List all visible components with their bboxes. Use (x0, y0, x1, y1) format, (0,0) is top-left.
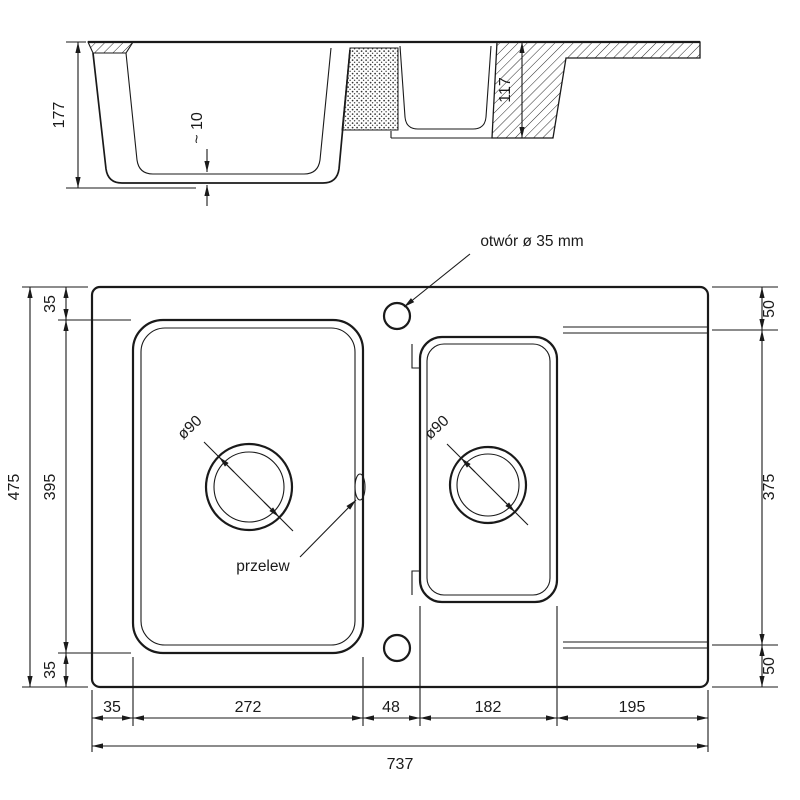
main-bowl-outline (131, 318, 365, 655)
dim-text-total-depth: 177 (51, 102, 68, 129)
dim-text-bowl-height: 395 (42, 474, 59, 501)
diameter-arrow (218, 456, 235, 473)
dimension-second-bowl-depth: 117 (497, 42, 537, 139)
plan-view: ø90 ø90 przelew otwór ø 35 mm (6, 233, 778, 773)
dim-text-right-top: 50 (761, 300, 778, 318)
tap-hole-circle (382, 301, 412, 331)
overflow-label: przelew (236, 558, 290, 575)
dim-text-total-width: 737 (387, 756, 414, 773)
dimensions-left: 475 35 395 35 (6, 286, 131, 688)
dimension-base-thickness: ~ 10 (189, 112, 210, 206)
dim-text-main-bowl-width: 272 (235, 699, 262, 716)
tap-hole-leader-arrow (403, 253, 471, 308)
main-bowl-inner-wall (125, 47, 332, 175)
main-bowl-outer-wall (92, 49, 351, 184)
overflow-callout: przelew (236, 473, 366, 575)
tap-hole-callout: otwór ø 35 mm (403, 233, 584, 308)
second-drain-diameter-label: ø90 (421, 412, 452, 443)
overflow-oval (354, 473, 366, 501)
dim-text-right-bottom: 50 (761, 657, 778, 675)
sink-outline (90, 285, 710, 689)
dimensions-bottom: 35 272 48 182 195 737 (91, 606, 709, 773)
tap-hole-label: otwór ø 35 mm (480, 233, 583, 250)
dim-text-left-bottom: 35 (42, 661, 59, 679)
second-bowl-outline (418, 335, 559, 604)
main-drain: ø90 (174, 412, 294, 532)
second-drain-outer-circle (448, 445, 528, 525)
main-drain-outer-circle (204, 442, 294, 532)
cross-section-view: 177 ~ 10 117 (51, 40, 701, 206)
second-drain-inner-circle (456, 453, 520, 517)
dim-text-second-bowl-width: 182 (475, 699, 502, 716)
divider-section-stipple (341, 47, 399, 131)
dimensions-right: 50 375 50 (712, 286, 778, 688)
main-drain-diameter-label: ø90 (174, 412, 205, 443)
second-bowl-inner-outline (426, 343, 551, 596)
diameter-leader-line (446, 443, 529, 526)
overflow-leader-arrow (299, 499, 357, 558)
dim-text-base-thickness: ~ 10 (189, 112, 206, 144)
bottom-hole-circle (382, 633, 412, 663)
dim-text-gap: 48 (382, 699, 400, 716)
drainer-section-hatch (491, 41, 701, 139)
dim-text-left-top: 35 (42, 295, 59, 313)
dim-text-drainer-height: 375 (761, 474, 778, 501)
diameter-arrow (460, 457, 476, 473)
diameter-arrow (500, 497, 516, 513)
dim-text-drainer-width: 195 (619, 699, 646, 716)
diameter-arrow (263, 501, 280, 518)
dim-text-total-height: 475 (6, 474, 23, 501)
dim-text-bottom-left: 35 (103, 699, 121, 716)
second-drain: ø90 (421, 412, 529, 526)
second-bowl-inner-wall (399, 45, 492, 130)
second-bowl-top-step (411, 344, 421, 369)
dimension-total-depth: 177 (51, 41, 196, 189)
main-drain-inner-circle (213, 451, 285, 523)
dim-text-second-bowl-depth: 117 (497, 77, 514, 103)
second-bowl-bottom-step (411, 570, 421, 595)
left-rim-hatch (87, 41, 135, 54)
